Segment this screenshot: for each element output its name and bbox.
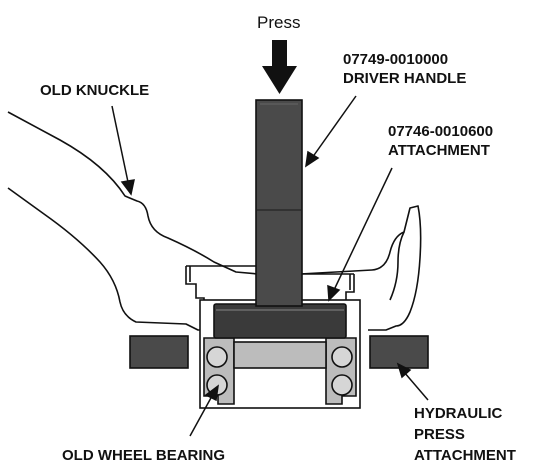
driver-handle-name-label: DRIVER HANDLE	[343, 70, 466, 87]
old-wheel-bearing-label: OLD WHEEL BEARING	[62, 447, 225, 464]
old-wheel-bearing	[203, 337, 357, 405]
press-attachment-block-left	[129, 335, 189, 369]
press-attachment-block-right	[369, 335, 429, 369]
driver-handle	[255, 99, 303, 307]
old-knuckle-label: OLD KNUCKLE	[40, 82, 149, 99]
bearing-ball	[331, 346, 353, 368]
press-label: Press	[257, 13, 300, 32]
hydraulic-press-attachment-label-line1: HYDRAULIC	[414, 405, 502, 422]
attachment-tool	[213, 303, 347, 339]
attachment-part-label: 07746-0010600	[388, 123, 493, 140]
old-knuckle	[7, 111, 422, 331]
hydraulic-press-attachment-label-line3: ATTACHMENT	[414, 447, 516, 464]
press-arrow-icon	[262, 40, 297, 94]
driver-handle-part-label: 07749-0010000	[343, 51, 448, 68]
bearing-ball	[331, 374, 353, 396]
bearing-ball	[206, 346, 228, 368]
attachment-name-label: ATTACHMENT	[388, 142, 490, 159]
leader-lines	[111, 95, 429, 437]
hydraulic-press-attachment-label-line2: PRESS	[414, 426, 465, 443]
